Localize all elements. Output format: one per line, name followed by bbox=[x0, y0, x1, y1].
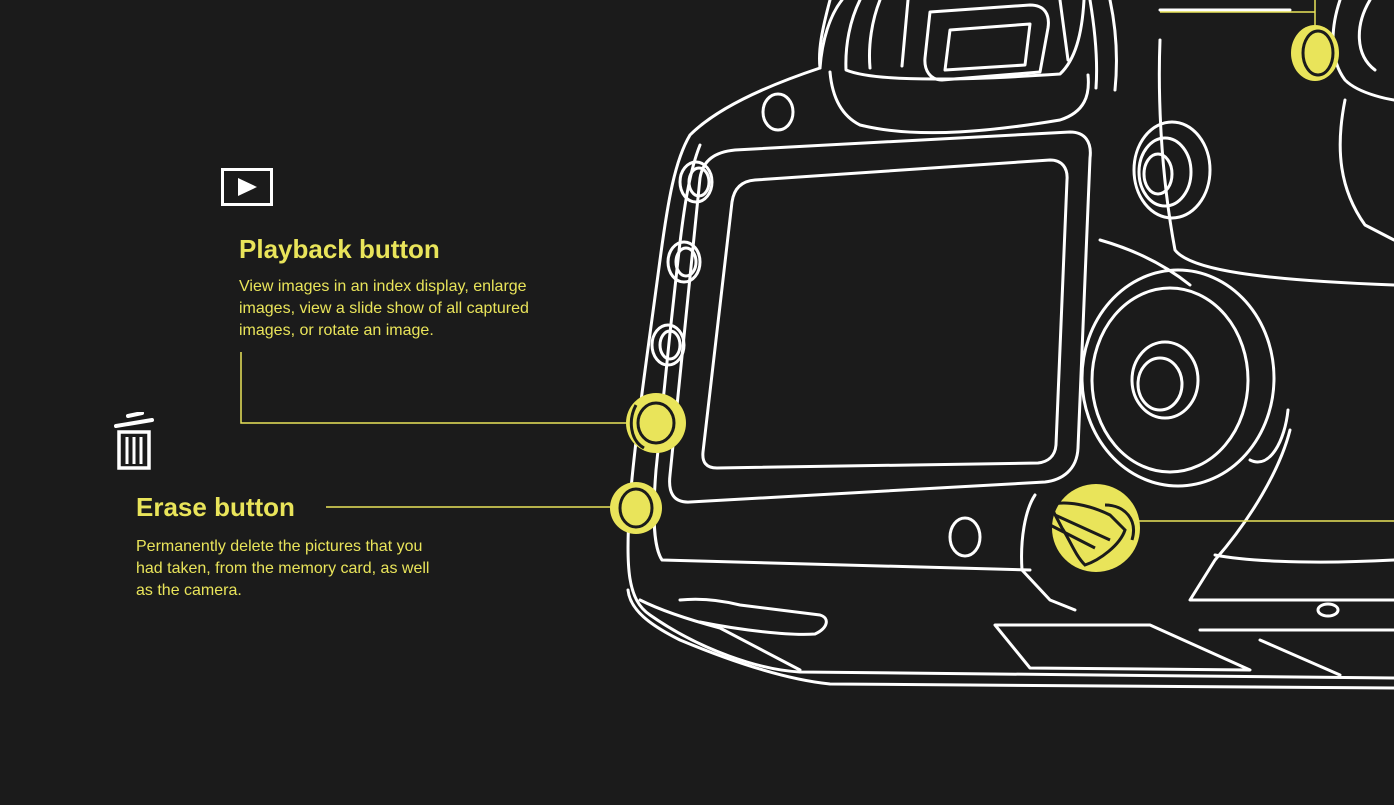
lock-switch-highlight bbox=[1047, 484, 1140, 572]
playback-connector-line bbox=[240, 352, 652, 424]
trash-icon bbox=[114, 412, 154, 470]
quick-control-dial bbox=[1080, 268, 1276, 488]
camera-body-outline bbox=[626, 0, 1394, 680]
erase-button-highlight bbox=[610, 482, 662, 534]
left-button-3 bbox=[650, 323, 686, 367]
left-button-1 bbox=[678, 160, 714, 204]
erase-button-title: Erase button bbox=[136, 492, 295, 522]
multi-controller bbox=[1132, 120, 1212, 220]
playback-button-highlight bbox=[626, 393, 686, 453]
playback-button-title: Playback button bbox=[239, 234, 440, 264]
lcd-frame bbox=[668, 130, 1092, 504]
left-button-2 bbox=[666, 240, 702, 284]
play-icon bbox=[221, 168, 273, 206]
viewfinder bbox=[818, 0, 1086, 81]
top-dial-button-highlight bbox=[1291, 25, 1339, 81]
lcd-screen bbox=[701, 158, 1069, 470]
playback-button-description: View images in an index display, enlarge… bbox=[239, 278, 529, 339]
erase-button-description: Permanently delete the pictures that you… bbox=[136, 538, 430, 599]
